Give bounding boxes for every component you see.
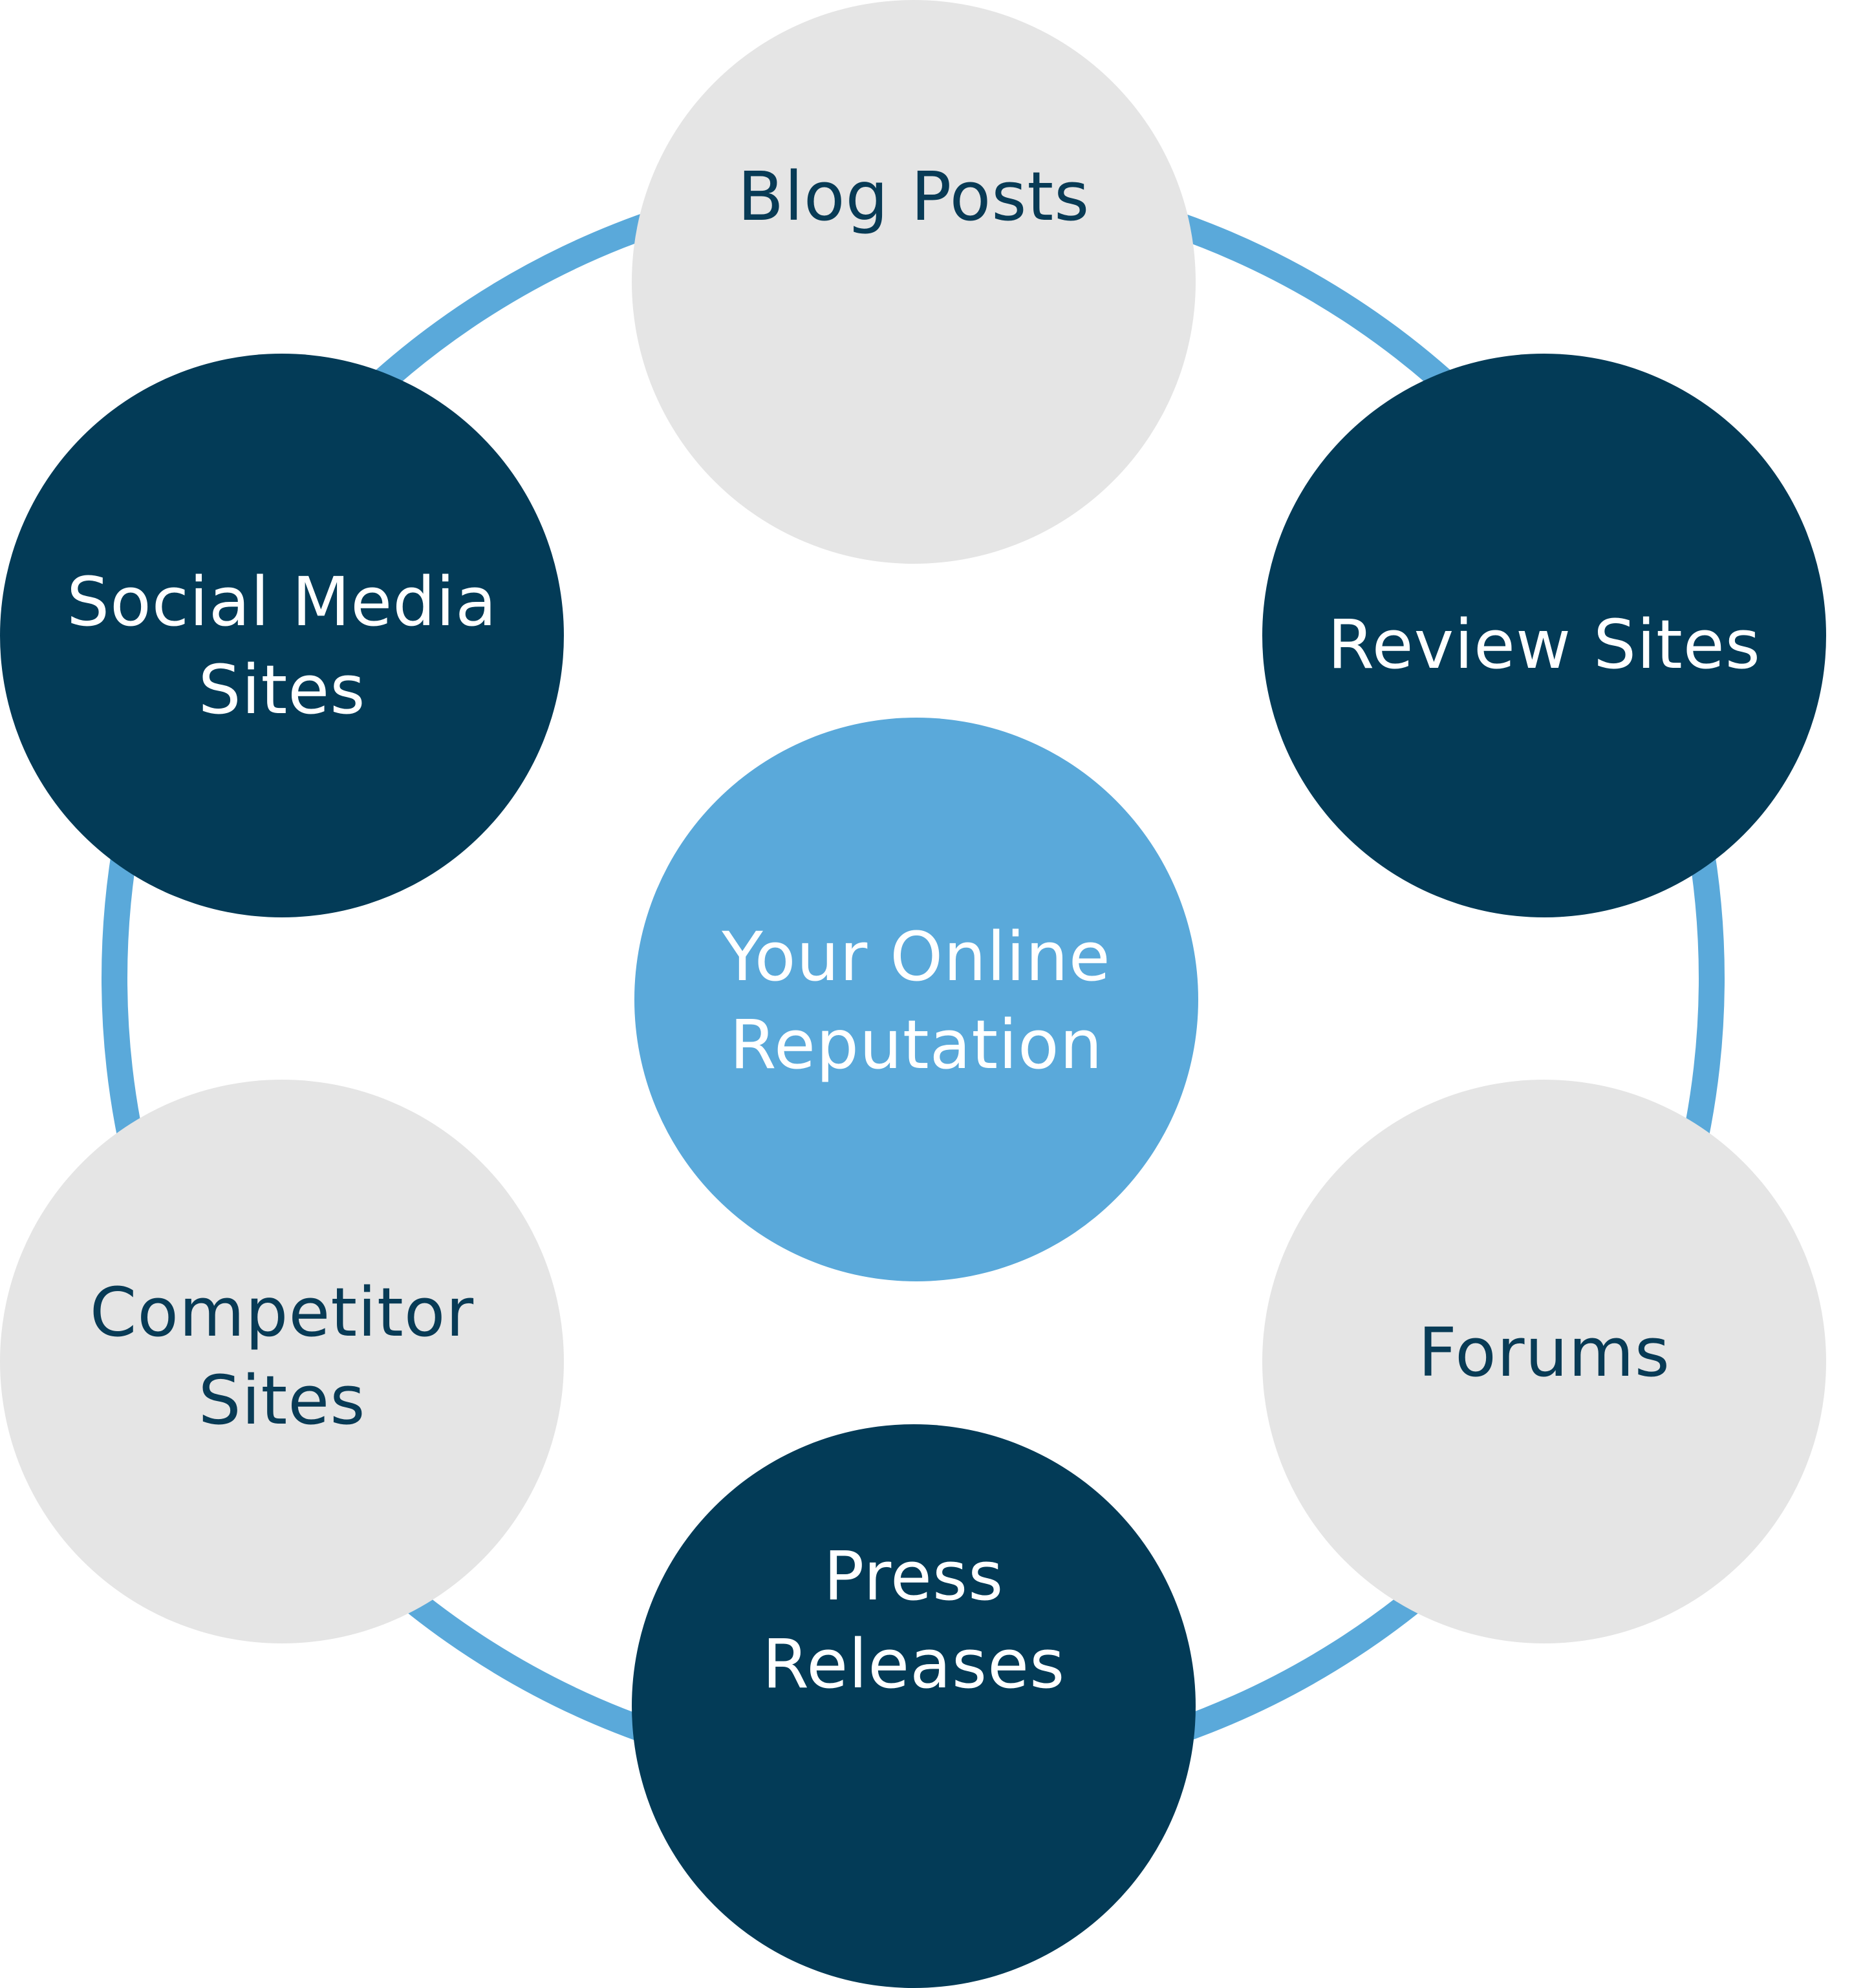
center-label-line: Your Online (722, 917, 1111, 996)
node-forums: Forums (1262, 1080, 1826, 1643)
node-label: Forums (1418, 1309, 1670, 1396)
node-label-line: Blog Posts (737, 157, 1090, 236)
node-competitor-sites: Competitor Sites (0, 1080, 564, 1643)
node-review-sites: Review Sites (1262, 354, 1826, 917)
center-label: Your Online Reputation (722, 913, 1111, 1089)
node-label: Review Sites (1328, 601, 1761, 689)
node-label-line: Forums (1418, 1313, 1670, 1392)
node-blog-posts: Blog Posts (632, 0, 1196, 564)
node-label: Competitor Sites (90, 1268, 474, 1444)
node-label-line: Sites (198, 650, 366, 729)
node-press-releases: Press Releases (632, 1424, 1196, 1988)
node-label: Blog Posts (738, 153, 1090, 240)
node-label-line: Review Sites (1328, 605, 1761, 684)
node-label: Press Releases (762, 1532, 1066, 1708)
node-label-line: Releases (762, 1625, 1066, 1704)
node-label-line: Social Media (67, 562, 497, 641)
node-label-line: Press (823, 1537, 1004, 1616)
node-label-line: Competitor (89, 1273, 475, 1352)
node-label: Social Media Sites (67, 558, 497, 734)
center-label-line: Reputation (729, 1005, 1103, 1084)
node-label-line: Sites (198, 1361, 366, 1440)
node-social-media-sites: Social Media Sites (0, 354, 564, 917)
node-center-your-online-reputation: Your Online Reputation (634, 718, 1198, 1281)
